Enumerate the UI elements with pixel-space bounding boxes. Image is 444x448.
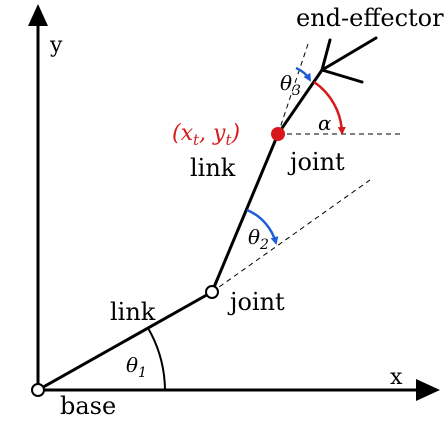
point-open: (x [172, 121, 194, 146]
point-sub-2: t [225, 131, 232, 149]
theta2-label: θ2 [248, 225, 269, 253]
theta1-subscript: 1 [138, 365, 147, 381]
link-1 [36, 290, 214, 392]
lower-joint-label: joint [227, 288, 285, 316]
x-axis-label: x [390, 365, 403, 390]
links [36, 36, 378, 392]
alpha-arc [313, 80, 346, 135]
theta1-arc [147, 327, 166, 391]
end-effector-label: end-effector [296, 4, 444, 32]
alpha-label: α [318, 111, 332, 135]
upper-joint-label: joint [287, 148, 345, 176]
upper-link-label: link [190, 154, 236, 182]
link-2 [210, 132, 280, 294]
theta3-symbol: θ [280, 71, 292, 95]
point-mid: , y [199, 121, 226, 146]
end-effector-finger-upper [320, 36, 378, 72]
theta2-subscript: 2 [259, 237, 269, 253]
theta1-label: θ1 [126, 353, 147, 381]
middle-joint [205, 285, 219, 299]
theta3-subscript: 3 [292, 83, 301, 99]
theta3-reference-line [277, 43, 309, 135]
target-point-label: (xt, yt) [172, 121, 240, 149]
target-point [271, 127, 285, 141]
base-label: base [60, 392, 116, 420]
theta1-symbol: θ [126, 353, 138, 377]
point-close: ) [230, 121, 240, 146]
end-effector-finger-right [320, 68, 364, 84]
y-axis-label: y [49, 33, 63, 58]
theta3-label: θ3 [280, 71, 301, 99]
base-joint [31, 383, 45, 397]
lower-link-label: link [110, 298, 156, 326]
end-effector-shaft [276, 68, 324, 136]
point-sub-1: t [193, 131, 200, 149]
x-axis-arrowhead [416, 379, 440, 401]
y-axis-arrowhead [28, 4, 48, 26]
reference-lines [211, 43, 400, 293]
theta2-arc [246, 208, 279, 245]
theta2-symbol: θ [248, 225, 260, 249]
end-effector-finger-left [320, 38, 332, 72]
theta3-arc [295, 66, 312, 82]
axes [28, 4, 440, 401]
